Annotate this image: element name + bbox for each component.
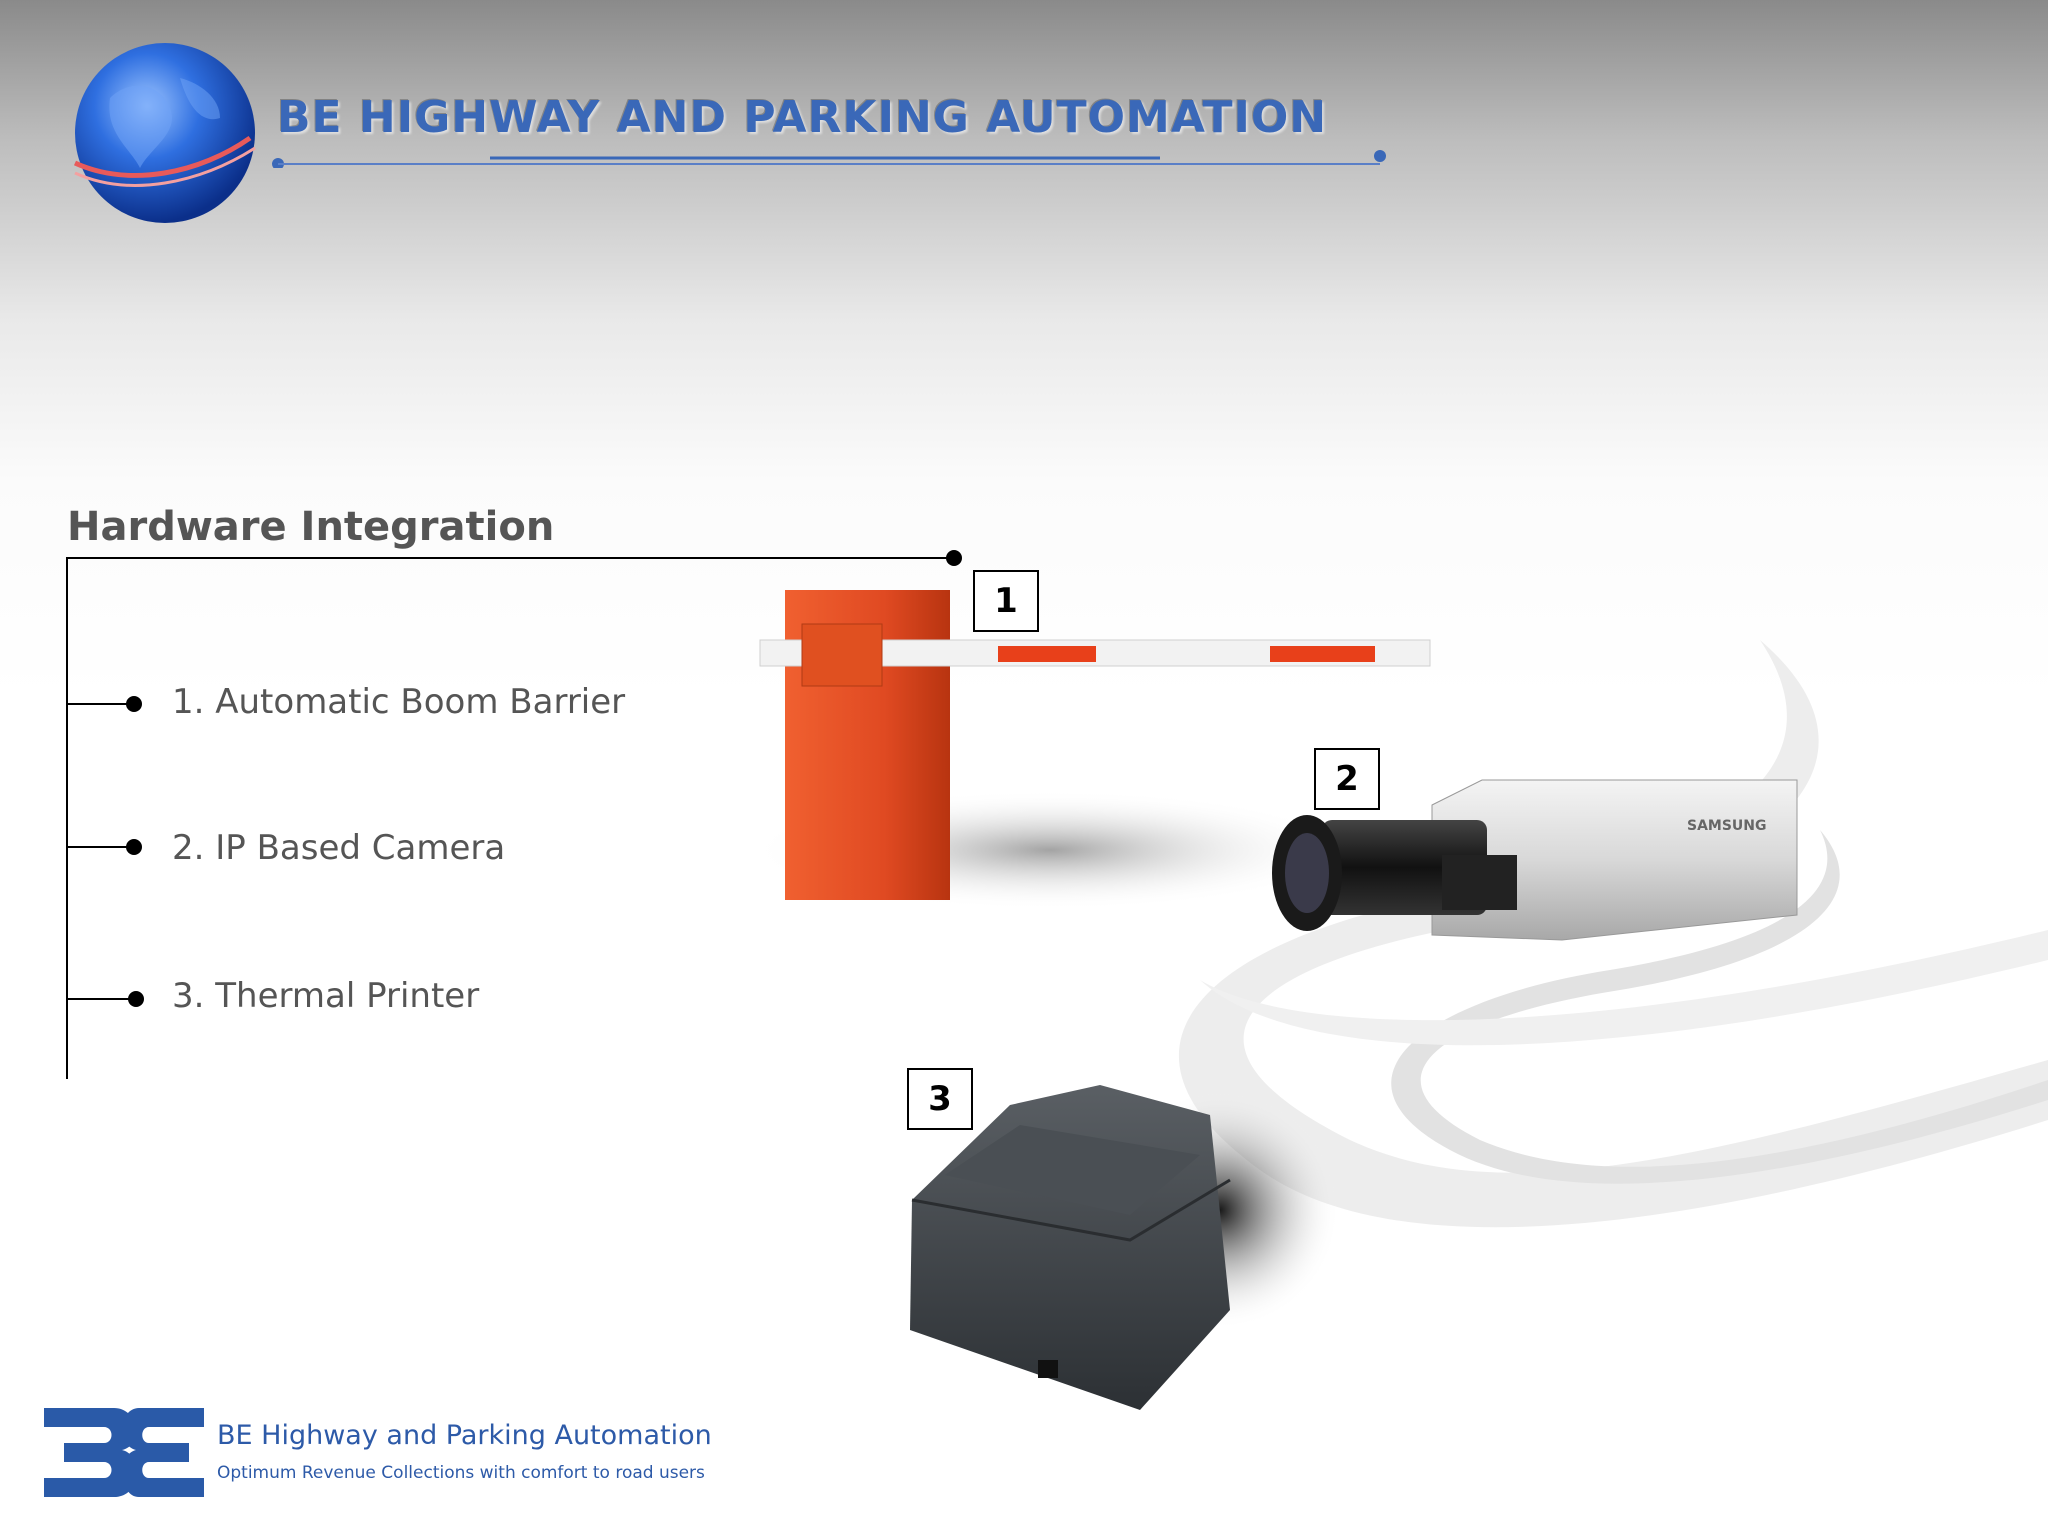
list-item-ip-camera: 2. IP Based Camera bbox=[172, 828, 506, 868]
ip-camera-image: SAMSUNG bbox=[1272, 779, 1798, 941]
thermal-printer-image bbox=[910, 1085, 1340, 1410]
header-rule bbox=[272, 150, 1386, 168]
callout-number-camera: 2 bbox=[1314, 748, 1380, 810]
bullet-dot bbox=[126, 839, 142, 855]
section-title: Hardware Integration bbox=[67, 504, 555, 550]
globe-logo bbox=[73, 43, 256, 223]
boom-barrier-image bbox=[750, 590, 1431, 910]
list-connector bbox=[66, 846, 134, 848]
list-connector bbox=[66, 703, 134, 705]
bracket-top-line bbox=[66, 557, 954, 559]
list-connector bbox=[66, 998, 136, 1000]
footer-company-name: BE Highway and Parking Automation bbox=[217, 1420, 712, 1451]
header-title: BE HIGHWAY AND PARKING AUTOMATION bbox=[277, 92, 1328, 143]
be-logo bbox=[44, 1408, 204, 1497]
bracket-vertical-line bbox=[66, 557, 68, 1079]
list-item-thermal-printer: 3. Thermal Printer bbox=[172, 976, 480, 1016]
callout-number-printer: 3 bbox=[907, 1068, 973, 1130]
callout-number-barrier: 1 bbox=[973, 570, 1039, 632]
bracket-end-dot bbox=[946, 550, 962, 566]
bullet-dot bbox=[126, 696, 142, 712]
footer-tagline: Optimum Revenue Collections with comfort… bbox=[217, 1463, 705, 1483]
camera-brand-label: SAMSUNG bbox=[1687, 818, 1767, 834]
list-item-boom-barrier: 1. Automatic Boom Barrier bbox=[172, 682, 626, 722]
bullet-dot bbox=[128, 991, 144, 1007]
